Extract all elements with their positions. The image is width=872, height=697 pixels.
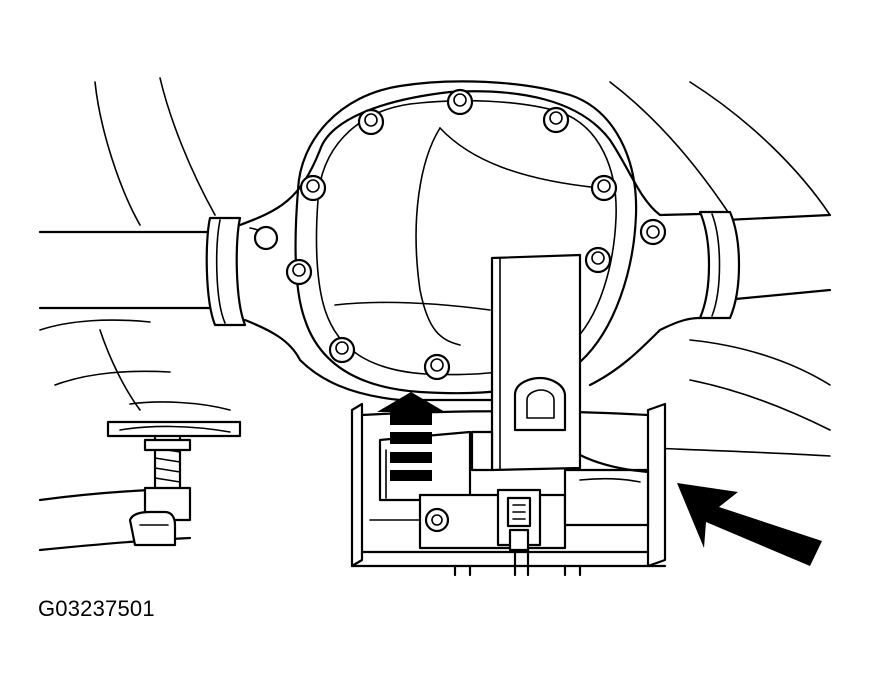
bolt-icon <box>446 88 474 116</box>
bolt-icon <box>423 353 451 381</box>
bolt-icon <box>357 108 385 136</box>
bolt-icon <box>285 258 313 286</box>
left-support-bracket <box>38 401 242 552</box>
bolt-icon <box>328 336 356 364</box>
vent-plug <box>253 225 279 251</box>
cover-bolts <box>285 88 618 381</box>
chassis-outline <box>39 77 831 457</box>
lift-direction-arrow-icon <box>377 392 445 481</box>
saddle-boss <box>424 507 450 533</box>
pointer-arrow-icon <box>677 483 822 566</box>
axle-tubes <box>38 210 832 327</box>
differential-housing <box>238 90 702 402</box>
jack-saddle <box>350 402 667 577</box>
figure-code: G03237501 <box>38 596 155 621</box>
bolt-icon <box>299 174 327 202</box>
mount-hole <box>639 218 667 246</box>
safety-strap <box>470 253 650 474</box>
bolt-icon <box>542 106 570 134</box>
bolt-icon <box>590 174 618 202</box>
differential-cover <box>294 80 638 395</box>
bolt-icon <box>584 246 612 274</box>
